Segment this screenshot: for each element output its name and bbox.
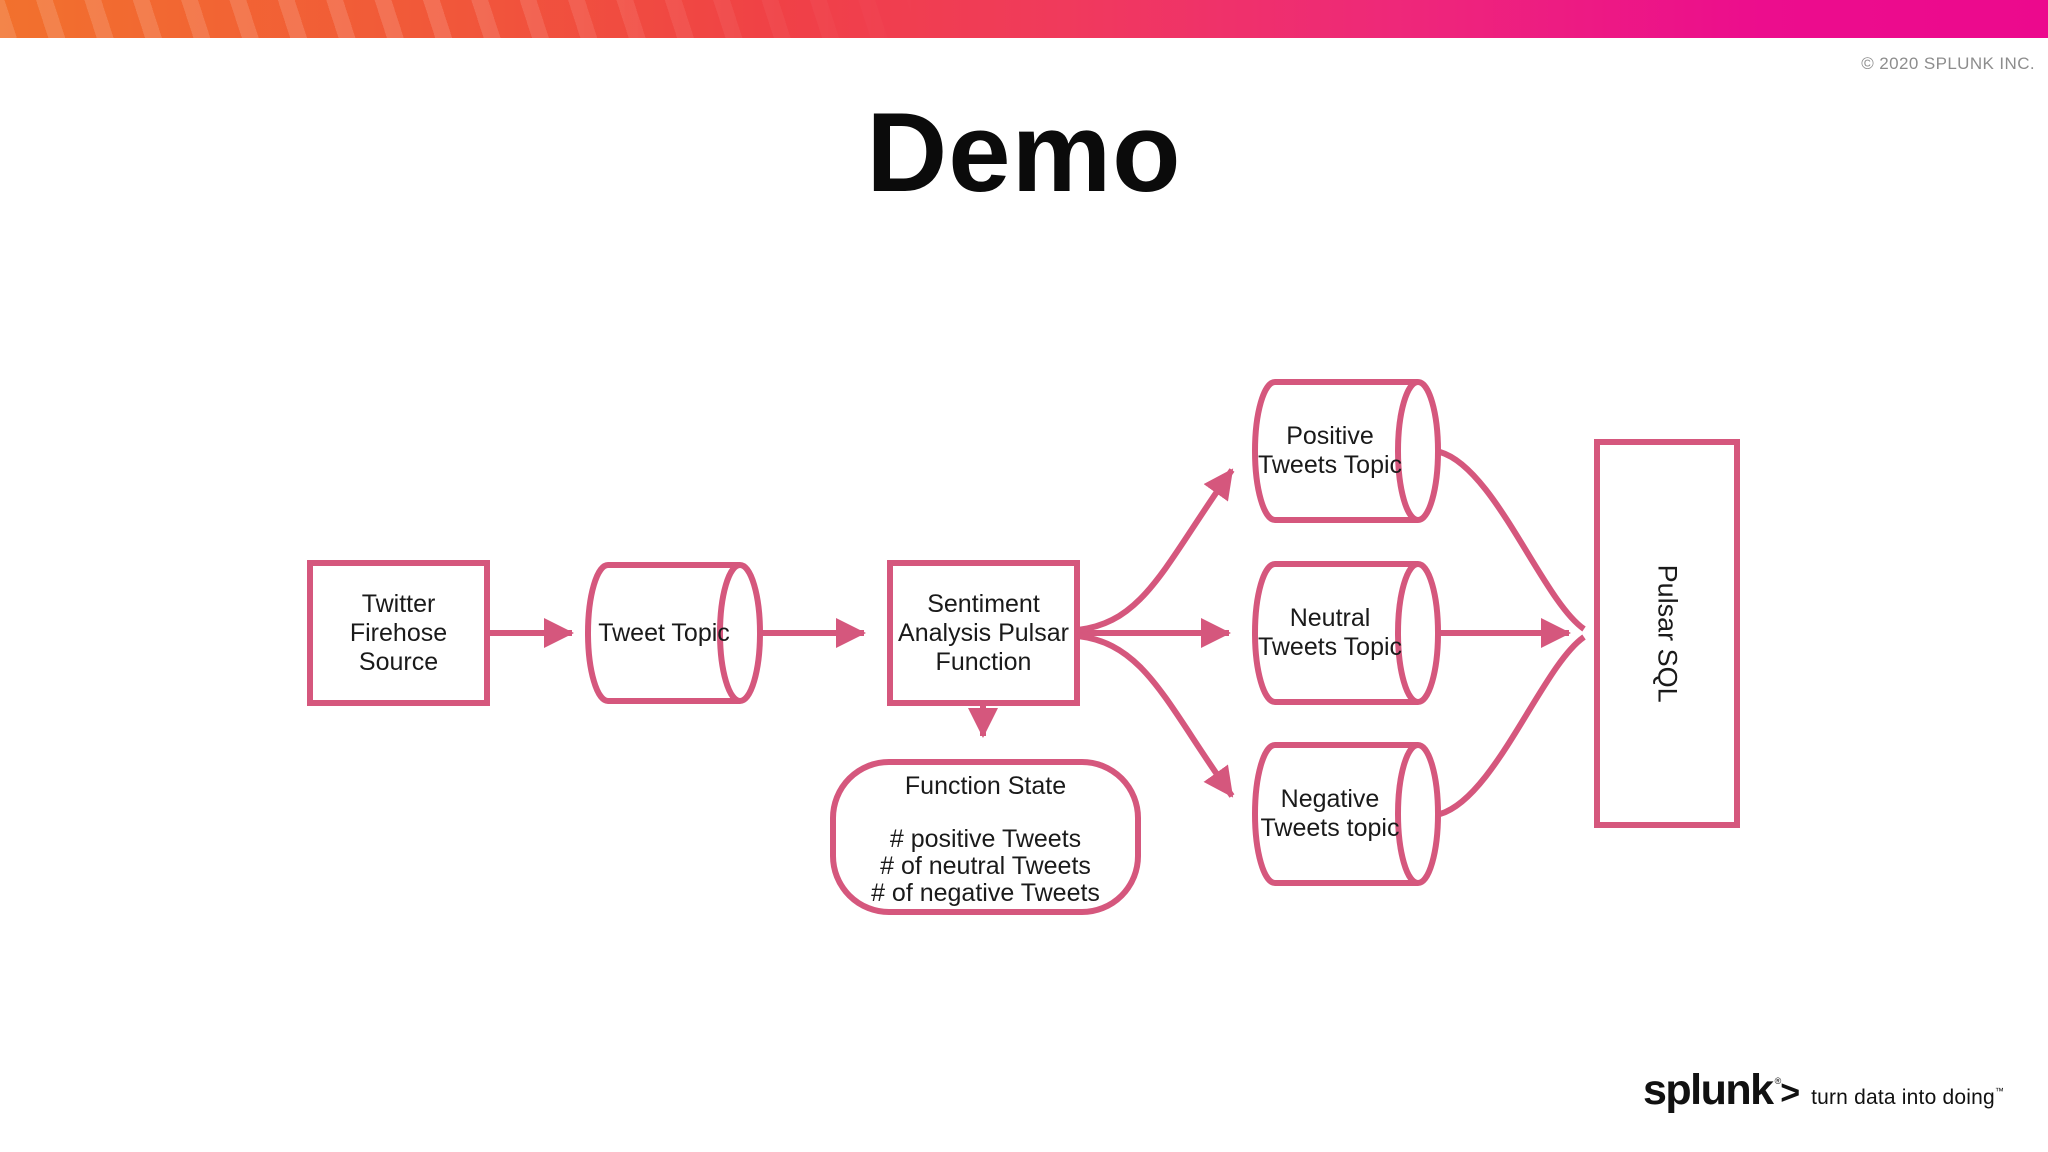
label-tweet-topic: Tweet Topic — [598, 618, 730, 647]
edge-function-to-positive — [1077, 468, 1235, 633]
function-state-item: # positive Tweets — [889, 825, 1082, 853]
node-negative-topic-cap — [1395, 742, 1441, 886]
registered-trademark-symbol: ® — [1774, 1076, 1782, 1086]
node-neutral-topic-cap — [1395, 561, 1441, 705]
copyright-text: © 2020 SPLUNK INC. — [1861, 54, 2035, 73]
label-function-state: Function State # positive Tweets # of ne… — [833, 762, 1138, 912]
brand-gradient-bar — [0, 0, 2048, 38]
node-positive-topic-cap — [1395, 379, 1441, 523]
node-tweet-topic-body — [585, 562, 740, 704]
label-twitter-firehose-source: Twitter Firehose Source — [349, 589, 448, 676]
node-sentiment-function — [887, 560, 1080, 706]
edge-function-to-negative — [1077, 633, 1235, 798]
edge-positive-to-pulsarsql — [1438, 449, 1586, 632]
splunk-chevron-icon: > — [1780, 1074, 1801, 1112]
splunk-tagline: turn data into doing — [1811, 1086, 1995, 1109]
node-neutral-topic-body — [1252, 561, 1418, 705]
function-state-item: # of negative Tweets — [871, 879, 1100, 907]
label-positive-tweets-topic: Positive Tweets Topic — [1257, 422, 1403, 479]
trademark-symbol: ™ — [1994, 1086, 2004, 1096]
function-state-title: Function State — [904, 772, 1067, 800]
splunk-logo-wordmark: splunk — [1643, 1066, 1774, 1114]
diagonal-stripe-pattern — [0, 0, 980, 38]
node-positive-topic-body — [1252, 379, 1418, 523]
node-function-state — [830, 759, 1141, 915]
node-pulsar-sql — [1594, 439, 1740, 828]
node-negative-topic-body — [1252, 742, 1418, 886]
label-negative-tweets-topic: Negative Tweets topic — [1260, 785, 1400, 842]
edge-negative-to-pulsarsql — [1438, 634, 1586, 817]
splunk-logo: splunk ® > turn data into doing ™ — [1643, 1066, 2004, 1115]
label-pulsar-sql: Pulsar SQL — [1597, 442, 1737, 825]
node-tweet-topic-cap — [717, 562, 763, 704]
label-sentiment-function: Sentiment Analysis Pulsar Function — [898, 589, 1069, 676]
function-state-item: # of neutral Tweets — [880, 852, 1091, 880]
node-twitter-firehose-source — [307, 560, 490, 706]
slide-title: Demo — [866, 90, 1182, 215]
pulsar-sql-rotated-text: Pulsar SQL — [1652, 564, 1683, 703]
label-neutral-tweets-topic: Neutral Tweets Topic — [1257, 604, 1403, 661]
